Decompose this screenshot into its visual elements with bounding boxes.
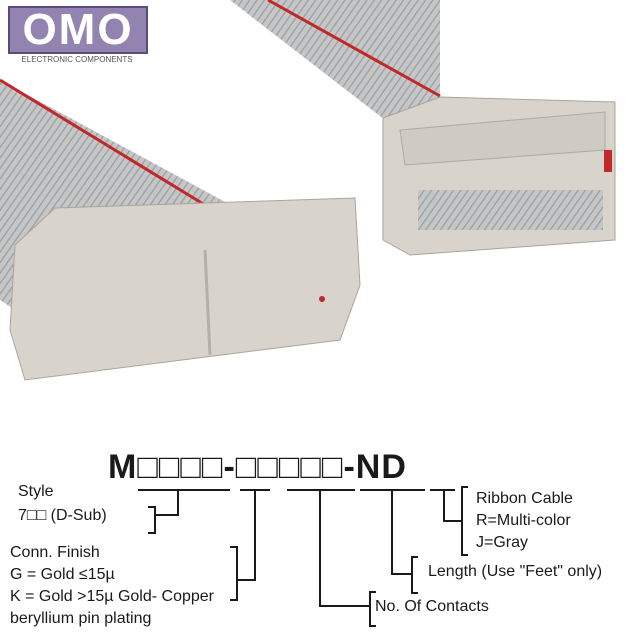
style-title: Style bbox=[18, 483, 54, 500]
ribbon-title: Ribbon Cable bbox=[476, 490, 573, 507]
omo-logo-subtitle: ELECTRONIC COMPONENTS bbox=[21, 55, 133, 64]
part-number-template: M□□□□-□□□□□-ND bbox=[108, 448, 407, 486]
finish-option-k: K = Gold >15µ Gold- Copper bbox=[10, 588, 214, 605]
finish-title: Conn. Finish bbox=[10, 544, 100, 561]
connector-left bbox=[9, 197, 361, 381]
contacts-label: No. Of Contacts bbox=[375, 598, 489, 615]
finish-note: beryllium pin plating bbox=[10, 610, 152, 627]
finish-option-g: G = Gold ≤15µ bbox=[10, 566, 115, 583]
omo-logo: OMO bbox=[8, 6, 148, 54]
length-label: Length (Use "Feet" only) bbox=[428, 563, 603, 580]
style-option: 7□□ (D-Sub) bbox=[18, 507, 107, 524]
ribbon-option-j: J=Gray bbox=[476, 534, 529, 551]
ribbon-cable-top bbox=[230, 0, 440, 120]
ribbon-option-r: R=Multi-color bbox=[476, 512, 571, 529]
